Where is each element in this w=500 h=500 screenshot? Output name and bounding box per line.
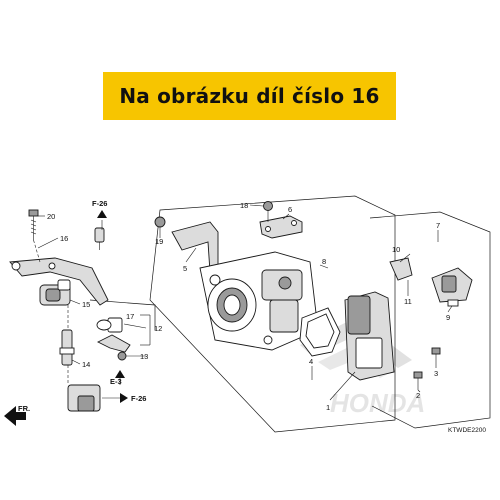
bolt-20-axis [33,239,41,263]
front-direction-arrow: FR. [4,404,30,426]
injector-connector [67,384,101,412]
part-1-sensor-unit [344,291,395,381]
callout-numbers: 20 16 15 14 17 12 13 19 5 18 6 8 7 10 11… [47,201,450,412]
part-14-injector [59,329,75,366]
callout-4: 4 [309,357,313,366]
ref-f26-bottom: F-26 [131,394,146,403]
callout-8: 8 [322,257,326,266]
arrow-e3 [115,370,125,378]
callout-13: 13 [140,352,148,361]
diagram-code: KTWDE2200 [448,427,486,434]
part-13-screw [117,351,127,361]
callout-18: 18 [240,201,248,210]
part-15-injector-holder [39,279,71,306]
part-10-clamp [389,257,413,281]
callout-15: 15 [82,300,90,309]
banner-text: Na obrázku díl číslo 16 [119,84,380,108]
arrow-f26-bottom [120,393,128,403]
screw-top-center [94,227,105,250]
callout-5: 5 [183,264,187,273]
callout-7: 7 [436,221,440,230]
part-5-bracket [171,221,219,273]
leader-lines [37,204,453,401]
callout-2: 2 [416,391,420,400]
front-direction-label: FR. [18,404,30,413]
honda-watermark-text: HONDA [330,388,425,418]
callout-10: 10 [392,245,400,254]
callout-17: 17 [126,312,134,321]
callout-20: 20 [47,212,55,221]
part-6-bracket [259,215,303,239]
callout-14: 14 [82,360,90,369]
sensor-frame [369,211,491,429]
callout-12: 12 [154,324,162,333]
part-4-screw [431,347,441,366]
callout-11: 11 [404,297,412,306]
callout-3: 3 [434,369,438,378]
part-9-sensor [431,267,473,307]
part-2-screw [413,371,423,390]
part-12-sensor [96,317,131,353]
part-19-screw [154,216,166,234]
throttle-body-frame [149,195,396,433]
part-16-bracket [9,257,109,306]
callout-9: 9 [446,313,450,322]
part-17-oring [96,319,112,331]
ref-f26-top: F-26 [92,199,107,208]
part-number-banner: Na obrázku díl číslo 16 [103,72,396,120]
callout-1: 1 [326,403,330,412]
arrow-f26-top [97,210,107,218]
callout-16: 16 [60,234,68,243]
part-18-screw [263,201,273,222]
callout-6: 6 [288,205,292,214]
part-3-gasket [299,307,341,357]
bolt-20 [28,209,39,240]
injector-frame [89,299,156,330]
callout-19: 19 [155,237,163,246]
ref-e3: E-3 [110,377,122,386]
